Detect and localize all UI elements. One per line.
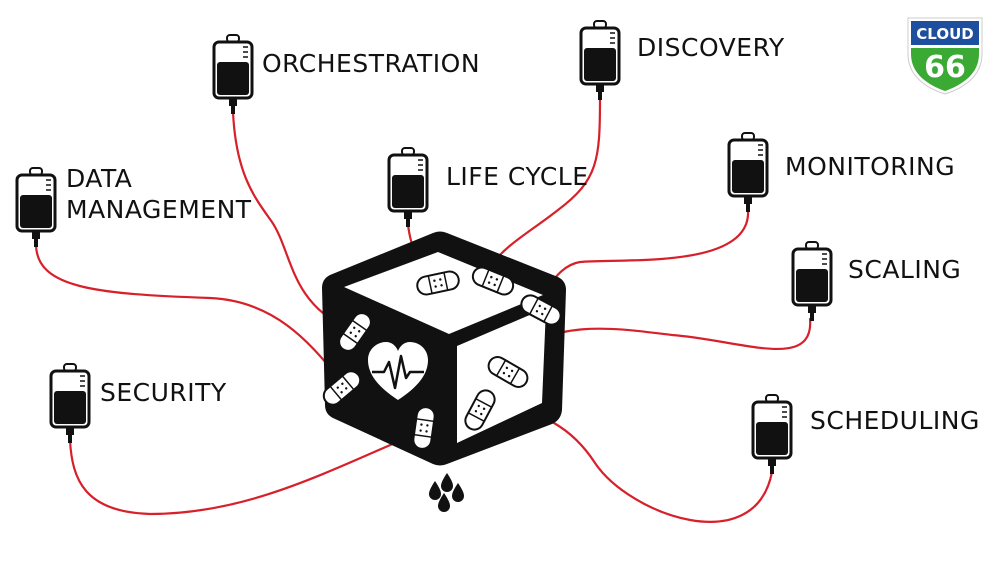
logo-number: 66 (924, 50, 966, 85)
iv-bag-security (49, 362, 91, 445)
label-orchestration: ORCHESTRATION (262, 49, 481, 78)
label-monitoring: MONITORING (785, 152, 956, 181)
iv-bag-monitoring (727, 131, 769, 214)
iv-bag-data-management (15, 166, 57, 249)
tube-orchestration (231, 111, 348, 330)
iv-bag-orchestration (212, 33, 254, 116)
cube (322, 231, 566, 466)
label-data-management-line2: MANAGEMENT (66, 195, 252, 224)
label-discovery: DISCOVERY (637, 33, 785, 62)
iv-bag-life-cycle (387, 146, 429, 229)
cloud66-logo: CLOUD 66 (904, 14, 986, 96)
drop-icon (441, 473, 453, 492)
iv-bag-scheduling (751, 393, 793, 476)
tube-security (68, 428, 426, 516)
tube-discovery (489, 97, 602, 268)
iv-bag-scaling (791, 240, 833, 323)
tube-monitoring (536, 209, 750, 301)
heart-pulse-icon (368, 342, 428, 400)
drop-icon (429, 481, 441, 500)
label-data-management-line1: DATA (66, 164, 133, 193)
label-scaling: SCALING (848, 255, 962, 284)
label-life-cycle: LIFE CYCLE (446, 162, 589, 191)
label-scheduling: SCHEDULING (810, 406, 980, 435)
iv-bag-discovery (579, 19, 621, 102)
tube-data-management (34, 244, 344, 384)
label-security: SECURITY (100, 378, 227, 407)
drop-icon (452, 483, 464, 502)
logo-cloud-text: CLOUD (916, 25, 974, 43)
